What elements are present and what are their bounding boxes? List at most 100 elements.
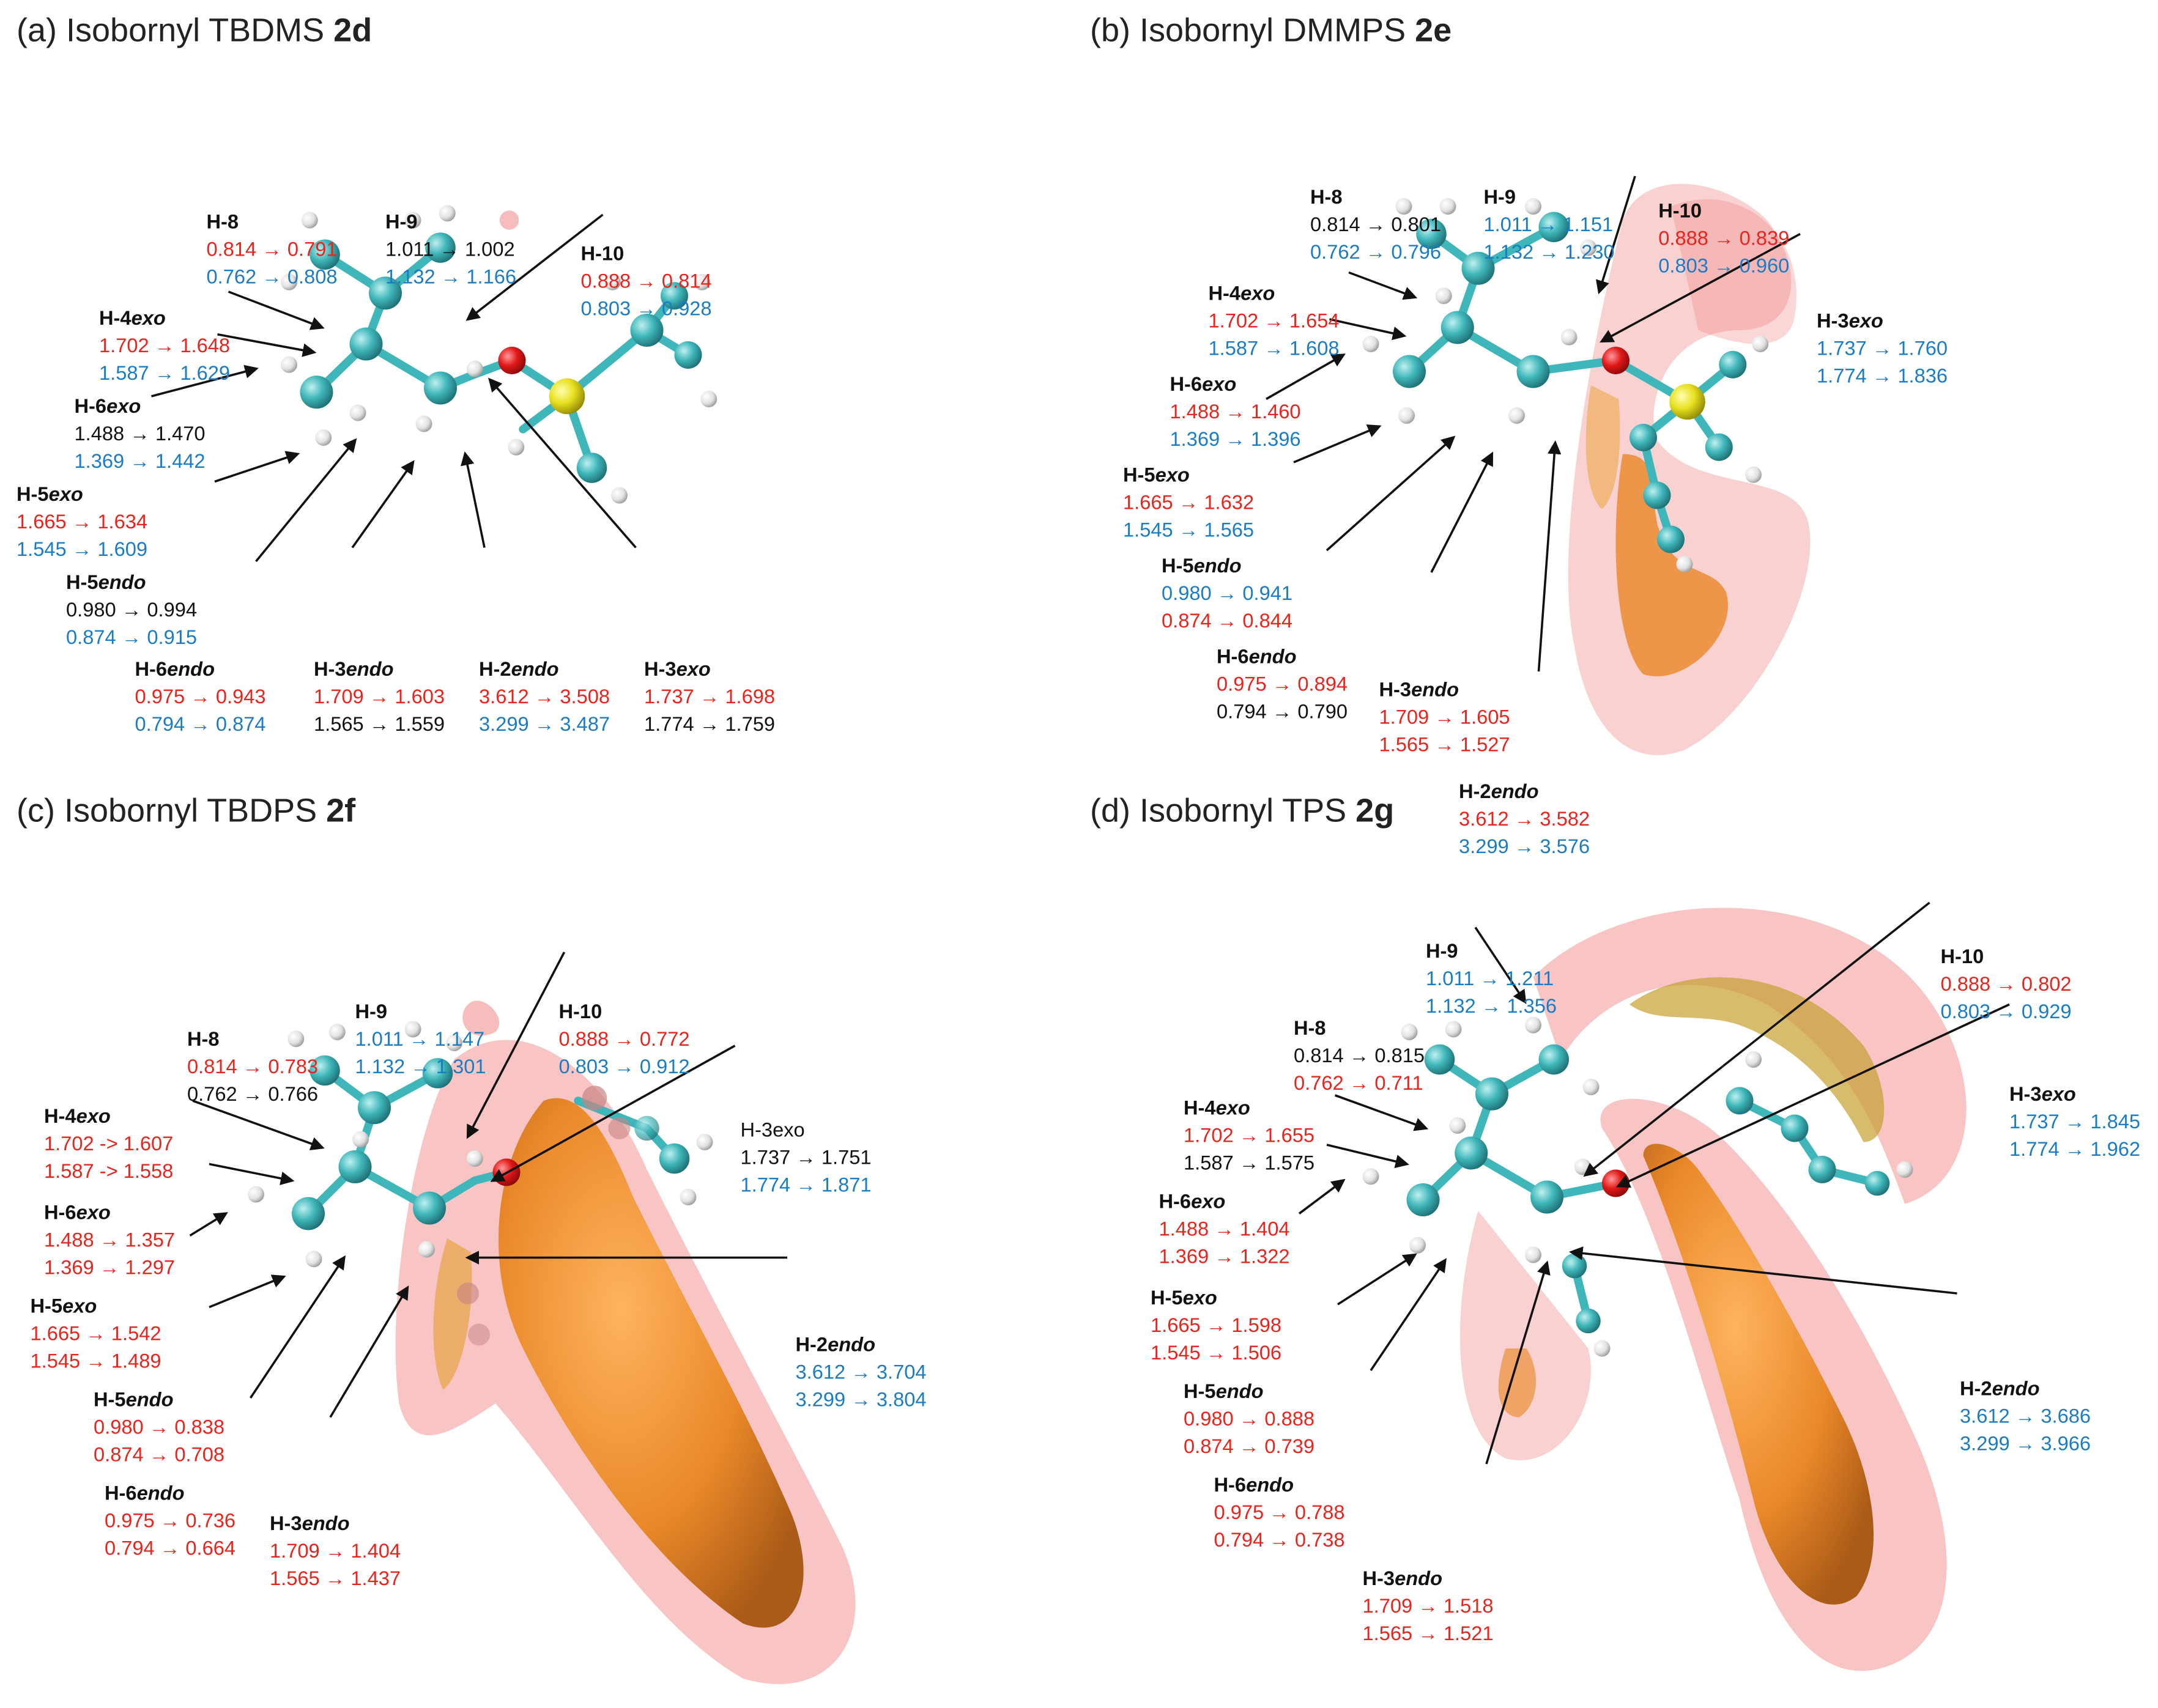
- shift-value-1: 3.612 → 3.582: [1459, 809, 1590, 831]
- shift-value-2: 0.874 → 0.844: [1162, 611, 1293, 633]
- proton-name: H-3exo: [2009, 1084, 2076, 1106]
- shift-label: H-10 0.888 → 0.839 0.803 → 0.960: [1658, 198, 1789, 281]
- proton-name: H-9: [1426, 941, 1458, 963]
- proton-name: H-3exo: [740, 1120, 805, 1142]
- shift-value-1: 1.011 → 1.147: [355, 1029, 485, 1051]
- proton-name: H-10: [580, 243, 625, 266]
- shift-value-1: 1.488 → 1.460: [1170, 402, 1301, 424]
- molecule-render-c: [189, 952, 856, 1684]
- shift-value-2: 1.545 → 1.506: [1151, 1343, 1282, 1365]
- shift-label: H-2endo 3.612 → 3.704 3.299 → 3.804: [796, 1332, 927, 1414]
- proton-name: H-8: [187, 1029, 220, 1051]
- proton-name: H-4exo: [1184, 1098, 1250, 1120]
- molecule-atoms: [1362, 198, 1769, 572]
- proton-name: H-6exo: [74, 396, 141, 418]
- shift-value-2: 1.132 → 1.166: [385, 267, 517, 289]
- proton-name: H-10: [1658, 201, 1702, 223]
- shift-value-1: 0.814 → 0.801: [1310, 215, 1442, 237]
- shift-value-2: 0.803 → 0.929: [1940, 1002, 2072, 1024]
- shift-label: H-5exo 1.665 → 1.634 1.545 → 1.609: [17, 482, 147, 564]
- shift-value-1: 0.814 → 0.791: [206, 239, 338, 262]
- shift-value-1: 3.612 → 3.508: [479, 686, 610, 709]
- shift-value-1: 3.612 → 3.704: [795, 1362, 927, 1385]
- shift-value-2: 0.803 → 0.960: [1658, 256, 1790, 278]
- proton-name: H-6exo: [1159, 1191, 1226, 1214]
- shift-value-2: 1.545 → 1.609: [17, 539, 148, 561]
- shift-value-1: 1.709 → 1.518: [1362, 1596, 1494, 1618]
- proton-name: H-3exo: [1817, 311, 1883, 333]
- proton-name: H-8: [206, 212, 239, 234]
- shift-value-2: 1.132 → 1.301: [355, 1057, 486, 1079]
- shift-value-2: 0.874 → 0.915: [66, 627, 198, 649]
- panel-title: (c) Isobornyl TBDPS 2f: [17, 793, 356, 830]
- shift-value-2: 1.774 → 1.836: [1817, 366, 1948, 388]
- shift-value-2: 0.874 → 0.739: [1184, 1436, 1315, 1458]
- proton-name: H-2endo: [1960, 1378, 2040, 1401]
- shift-value-2: 1.587 → 1.608: [1208, 338, 1340, 361]
- shift-value-2: 0.762 → 0.808: [206, 267, 338, 289]
- proton-name: H-3exo: [644, 659, 711, 681]
- shift-value-2: 0.794 → 0.738: [1214, 1530, 1345, 1552]
- shift-value-2: 3.299 → 3.966: [1960, 1433, 2091, 1456]
- pointer-arrows: [1266, 176, 1801, 672]
- shift-value-1: 1.665 → 1.598: [1151, 1315, 1282, 1337]
- shift-value-1: 1.011 → 1.002: [385, 239, 515, 262]
- shift-value-2: 0.762 → 0.796: [1310, 242, 1442, 264]
- shift-value-1: 1.665 → 1.634: [17, 512, 148, 534]
- shift-value-1: 0.888 → 0.839: [1658, 228, 1790, 251]
- molecule-render-d: [1298, 901, 2010, 1671]
- proton-name: H-5exo: [1123, 465, 1190, 487]
- shift-value-1: 0.888 → 0.772: [558, 1029, 690, 1051]
- shift-label: H-8 0.814 → 0.801 0.762 → 0.796: [1310, 185, 1441, 267]
- shift-value-2: 1.565 → 1.437: [270, 1569, 401, 1591]
- proton-name: H-2endo: [795, 1334, 876, 1357]
- molecule-atoms: [248, 1021, 713, 1346]
- molecule-atoms: [1362, 1016, 1913, 1357]
- shift-value-1: 0.980 → 0.838: [94, 1417, 225, 1440]
- shift-value-1: 1.665 → 1.542: [30, 1323, 161, 1346]
- proton-name: H-4exo: [44, 1106, 111, 1128]
- shift-value-2: 3.299 → 3.804: [795, 1389, 927, 1412]
- proton-name: H-6exo: [1170, 374, 1237, 396]
- shift-label: H-6exo 1.488 → 1.470 1.369 → 1.442: [75, 394, 206, 476]
- shift-value-1: 1.702 → 1.648: [99, 336, 231, 358]
- shift-value-1: 1.737 → 1.698: [644, 686, 776, 709]
- proton-name: H-3endo: [270, 1514, 350, 1536]
- shift-value-2: 1.565 → 1.521: [1362, 1624, 1494, 1646]
- proton-name: H-5endo: [94, 1389, 174, 1412]
- shift-value-2: 1.369 → 1.442: [74, 451, 206, 473]
- shift-value-1: 1.702 → 1.655: [1184, 1125, 1315, 1148]
- shift-value-1: 1.488 → 1.470: [74, 424, 206, 446]
- proton-name: H-5exo: [17, 484, 83, 506]
- shift-value-2: 1.774 → 1.759: [644, 714, 776, 736]
- shift-value-1: 0.975 → 0.788: [1214, 1503, 1345, 1525]
- shift-value-2: 3.299 → 3.576: [1459, 837, 1590, 859]
- proton-name: H-5endo: [1184, 1381, 1264, 1403]
- shift-value-1: 1.737 → 1.845: [2009, 1112, 2141, 1134]
- proton-name: H-8: [1310, 187, 1343, 209]
- shift-value-2: 0.803 → 0.928: [580, 298, 712, 321]
- proton-name: H-2endo: [1459, 782, 1539, 804]
- shift-value-1: 0.975 → 0.736: [105, 1510, 236, 1533]
- shift-value-2: 1.587 -> 1.558: [44, 1161, 174, 1183]
- shift-value-2: 0.762 → 0.766: [187, 1084, 319, 1106]
